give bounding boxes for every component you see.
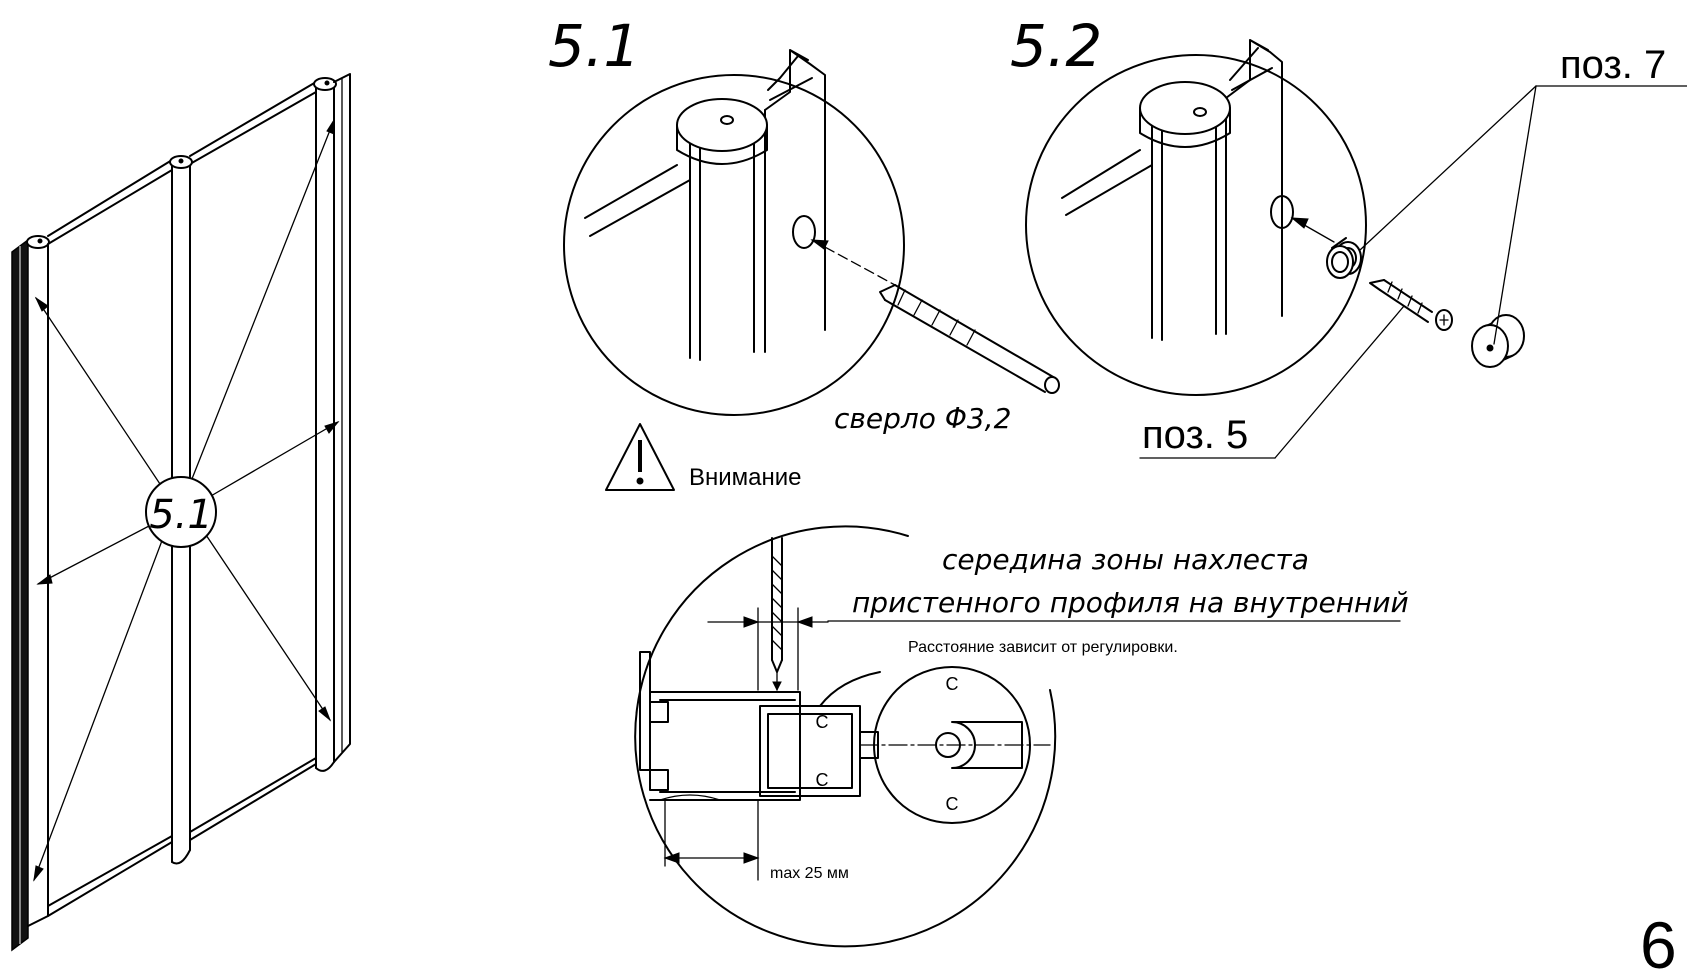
svg-text:C: C xyxy=(946,794,959,814)
detail-circle-5-1 xyxy=(563,74,905,416)
svg-text:C: C xyxy=(816,712,829,732)
pos5-label: поз. 5 xyxy=(1142,413,1248,457)
pos7-label: поз. 7 xyxy=(1560,43,1666,87)
glass-bottom-edge-2 xyxy=(189,757,317,841)
step-5-1-detail: 5.1 сверло Φ3,2 xyxy=(548,12,1060,435)
svg-text:C: C xyxy=(816,770,829,790)
drill-bit-icon xyxy=(879,284,1060,394)
distance-note: Расстояние зависит от регулировки. xyxy=(908,639,1178,656)
detail-circle-5-2 xyxy=(1025,54,1367,396)
screw-icon xyxy=(1369,279,1453,331)
step-5-2-label: 5.2 xyxy=(1010,12,1102,80)
warning-block: Внимание xyxy=(605,423,802,491)
section-circle-arc xyxy=(634,525,1057,948)
step-5-1-label: 5.1 xyxy=(548,12,640,80)
overlap-line-2: пристенного профиля на внутренний xyxy=(852,586,1409,619)
svg-text:C: C xyxy=(946,674,959,694)
shower-panel-isometric: 5.1 xyxy=(11,73,351,952)
overlap-line-1: середина зоны нахлеста xyxy=(942,543,1309,576)
cross-section-detail: середина зоны нахлеста пристенного профи… xyxy=(634,525,1409,948)
panel-step-marker: 5.1 xyxy=(149,492,213,538)
step-5-2-detail: 5.2 xyxy=(1010,12,1687,459)
glass-top-edge-1 xyxy=(47,159,173,245)
drill-label: сверло Φ3,2 xyxy=(834,402,1011,435)
dowel-icon xyxy=(1326,237,1362,279)
glass-bottom-edge-1 xyxy=(47,835,173,917)
warning-label: Внимание xyxy=(689,464,802,491)
max-dimension-label: max 25 мм xyxy=(770,865,849,882)
right-post xyxy=(315,81,335,769)
glass-top-edge-2 xyxy=(189,81,317,165)
step-marker-circle xyxy=(145,476,217,548)
page-number: 6 xyxy=(1640,908,1677,977)
